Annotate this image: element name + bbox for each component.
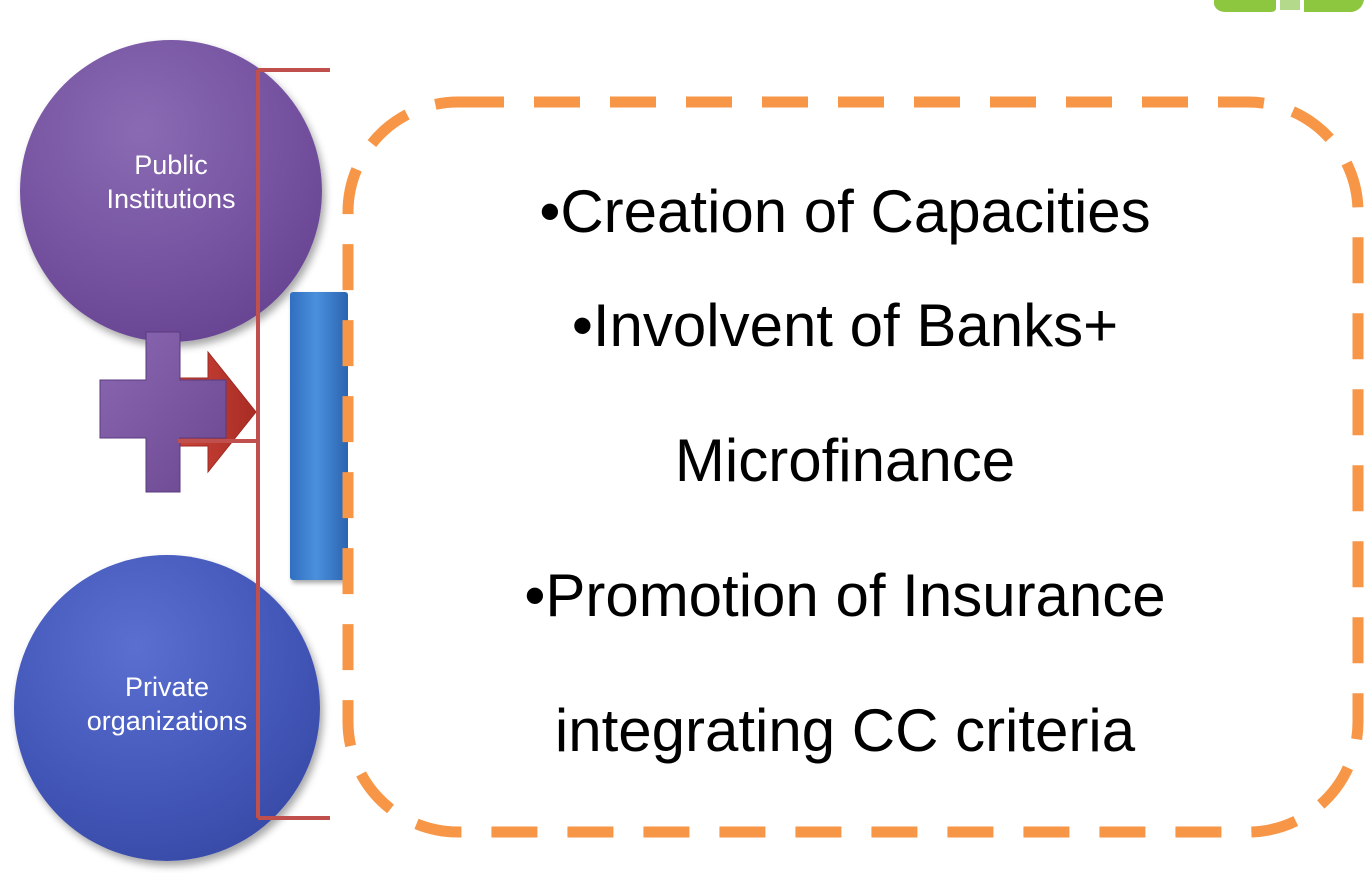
private-organizations-line-1: Private bbox=[124, 672, 210, 702]
logo-shape-right bbox=[1304, 0, 1364, 12]
bullet-line-1: •Creation of Capacities bbox=[539, 178, 1151, 245]
public-institutions-label: Public Institutions bbox=[20, 148, 322, 216]
public-institutions-line-2: Institutions bbox=[106, 184, 236, 214]
private-organizations-label: Private organizations bbox=[14, 670, 320, 738]
bullet-line-5: integrating CC criteria bbox=[554, 697, 1136, 764]
logo-shape-left bbox=[1214, 0, 1276, 12]
private-organizations-node: Private organizations bbox=[14, 555, 320, 861]
result-bar bbox=[290, 292, 348, 580]
public-institutions-line-1: Public bbox=[134, 150, 208, 180]
logo bbox=[1214, 0, 1364, 12]
bullet-line-2: •Involvent of Banks+ bbox=[571, 292, 1119, 359]
bullet-line-4: •Promotion of Insurance bbox=[524, 562, 1166, 629]
merge-arrow bbox=[167, 350, 257, 474]
private-organizations-line-2: organizations bbox=[86, 706, 248, 736]
plus-icon bbox=[99, 331, 227, 493]
bullet-line-3: Microfinance bbox=[674, 427, 1016, 494]
public-institutions-node: Public Institutions bbox=[20, 40, 322, 342]
logo-shape-mid bbox=[1280, 0, 1300, 10]
